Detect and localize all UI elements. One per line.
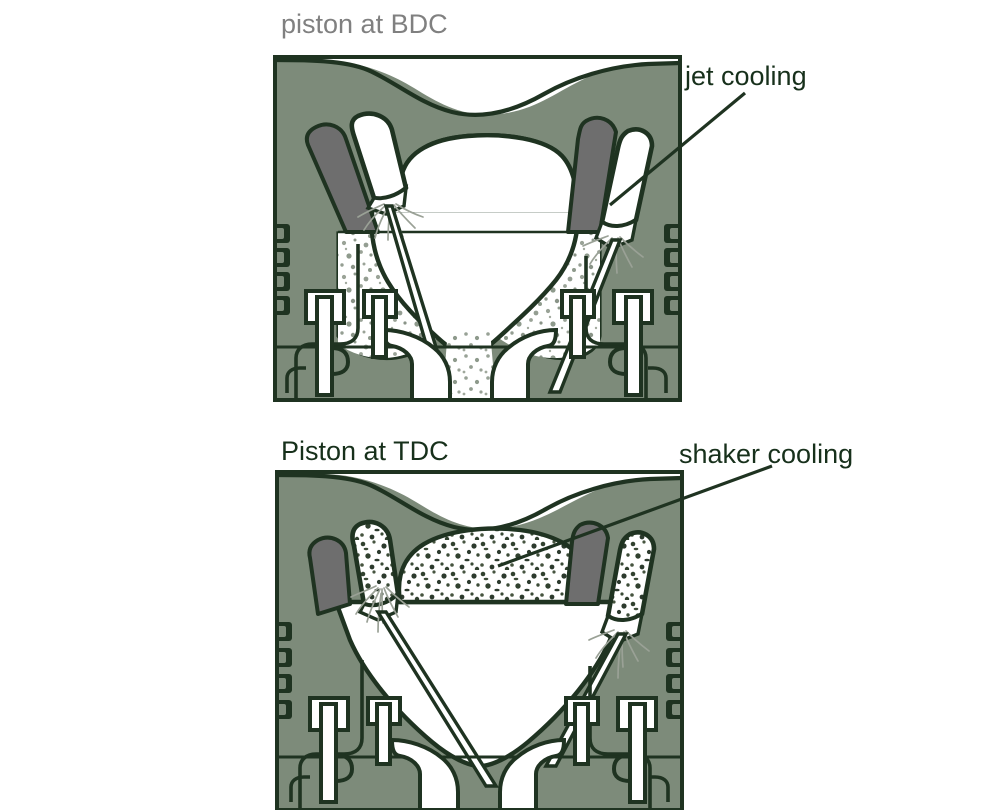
valve-shadow-right-bottom [564, 520, 610, 606]
head-bolt [560, 289, 596, 359]
water-jacket-right-bottom [588, 666, 652, 810]
panel-bottom: Piston at TDC [275, 436, 853, 810]
oil-return-curl-right-bottom [650, 775, 670, 802]
head-top-contour-void [275, 57, 680, 115]
panel-top-frame [273, 55, 682, 402]
oil-return-curl-left-bottom [289, 775, 310, 802]
head-bolt [308, 696, 355, 804]
oil-return-curl-right-top [648, 366, 668, 393]
jacket-port-inner-left-bottom [277, 626, 286, 715]
head-bolt [607, 289, 654, 397]
jacket-port-inner-right-top [670, 228, 680, 311]
combustion-dome-void-top [374, 135, 578, 212]
panel-bottom-title: Piston at TDC [281, 436, 449, 466]
intake-runner-left-bottom [389, 737, 460, 810]
panel-top-title: piston at BDC [281, 9, 448, 39]
jet-cooling-label: jet cooling [684, 61, 807, 91]
intake-runner-right-bottom [498, 737, 567, 810]
jacket-port-inner-left-top [275, 228, 284, 311]
head-top-contour-line-bottom [278, 472, 682, 532]
jacket-port-inner-right-bottom [672, 626, 682, 715]
head-bolt [304, 289, 351, 397]
panel-top: piston at BDC [273, 9, 807, 402]
head-top-contour-void-bottom [277, 472, 682, 529]
panel-bottom-frame [275, 470, 684, 810]
valve-shadow-left-top [304, 122, 380, 234]
head-bolt [611, 696, 658, 804]
head-bolt-group-bottom [308, 696, 658, 804]
head-bolt [366, 696, 402, 766]
head-bolt-group-top [304, 289, 654, 397]
water-jacket-right-top [584, 256, 648, 400]
head-top-contour-line [276, 57, 680, 117]
intake-runner-left-top [381, 327, 452, 400]
jet-cooling-leader-line [608, 91, 747, 207]
oil-jet-pipe-left-bottom [374, 610, 500, 788]
intake-runner-right-top [490, 327, 559, 400]
head-bolt [564, 696, 600, 766]
shaker-cooling-label: shaker cooling [679, 439, 853, 469]
head-bolt [362, 289, 398, 359]
shaker-cooling-leader-line [497, 464, 773, 568]
oil-return-curl-left-top [285, 366, 306, 393]
valve-shadow-left-bottom [307, 535, 352, 616]
